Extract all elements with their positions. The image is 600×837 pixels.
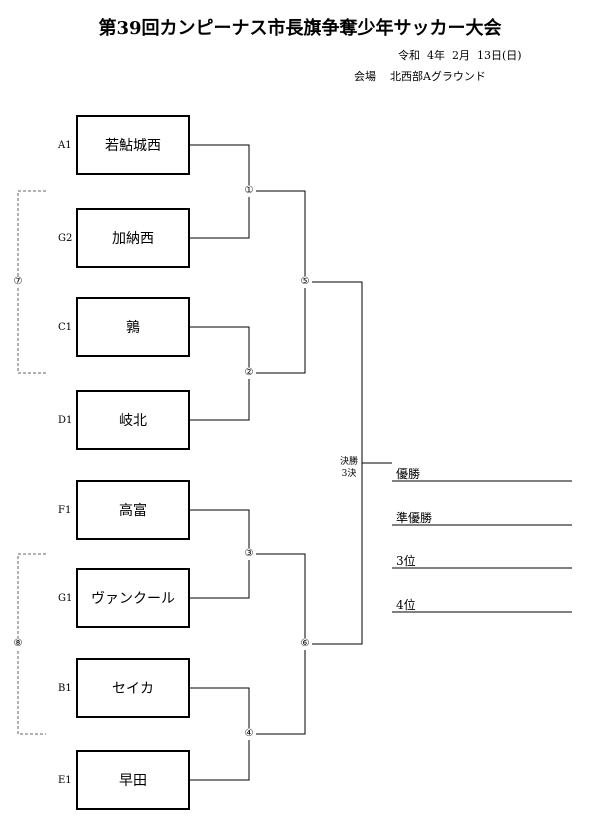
final-label-2: 3決 [341, 469, 357, 479]
seed-label: G1 [58, 593, 73, 604]
event-venue: 会場 北西部Aグラウンド [354, 70, 486, 83]
team-box: 早田 [76, 750, 190, 810]
result-first: 優勝 [396, 467, 421, 481]
seed-label: G2 [58, 233, 73, 244]
match-number-3: ③ [242, 548, 256, 560]
seed-label: A1 [58, 140, 72, 151]
seed-label: C1 [58, 322, 73, 333]
page-title: 第39回カンピーナス市長旗争奪少年サッカー大会 [98, 18, 502, 39]
bracket-line-m4 [190, 687, 250, 781]
seed-label: D1 [58, 415, 73, 426]
final-label-1: 決勝 [340, 457, 359, 467]
team-box: 岐北 [76, 390, 190, 450]
match-number-2: ② [242, 367, 256, 379]
result-second: 準優勝 [396, 511, 433, 525]
match-number-6: ⑥ [298, 638, 312, 650]
team-box: 加納西 [76, 208, 190, 268]
bracket-line-m6 [249, 553, 306, 735]
event-date: 令和 4年 2月 13日(日) [398, 49, 522, 62]
match-number-7: ⑦ [11, 276, 25, 288]
team-box: ヴァンクール [76, 568, 190, 628]
seed-label: B1 [58, 683, 72, 694]
team-box: 高富 [76, 480, 190, 540]
result-third: 3位 [396, 554, 416, 568]
seed-label: E1 [58, 775, 72, 786]
bracket-line-m2 [190, 326, 250, 421]
final-label: 決勝 3決 [340, 456, 358, 480]
bracket-line-m3 [190, 509, 250, 599]
team-box: 鶉 [76, 297, 190, 357]
bracket-line-m1 [190, 144, 250, 239]
match-number-4: ④ [242, 728, 256, 740]
seed-label: F1 [58, 505, 72, 516]
match-number-8: ⑧ [11, 638, 25, 650]
match-number-5: ⑤ [298, 276, 312, 288]
result-fourth: 4位 [396, 598, 416, 612]
bracket-line-m5 [249, 190, 306, 374]
match-number-1: ① [242, 185, 256, 197]
team-box: 若鮎城西 [76, 115, 190, 175]
team-box: セイカ [76, 658, 190, 718]
